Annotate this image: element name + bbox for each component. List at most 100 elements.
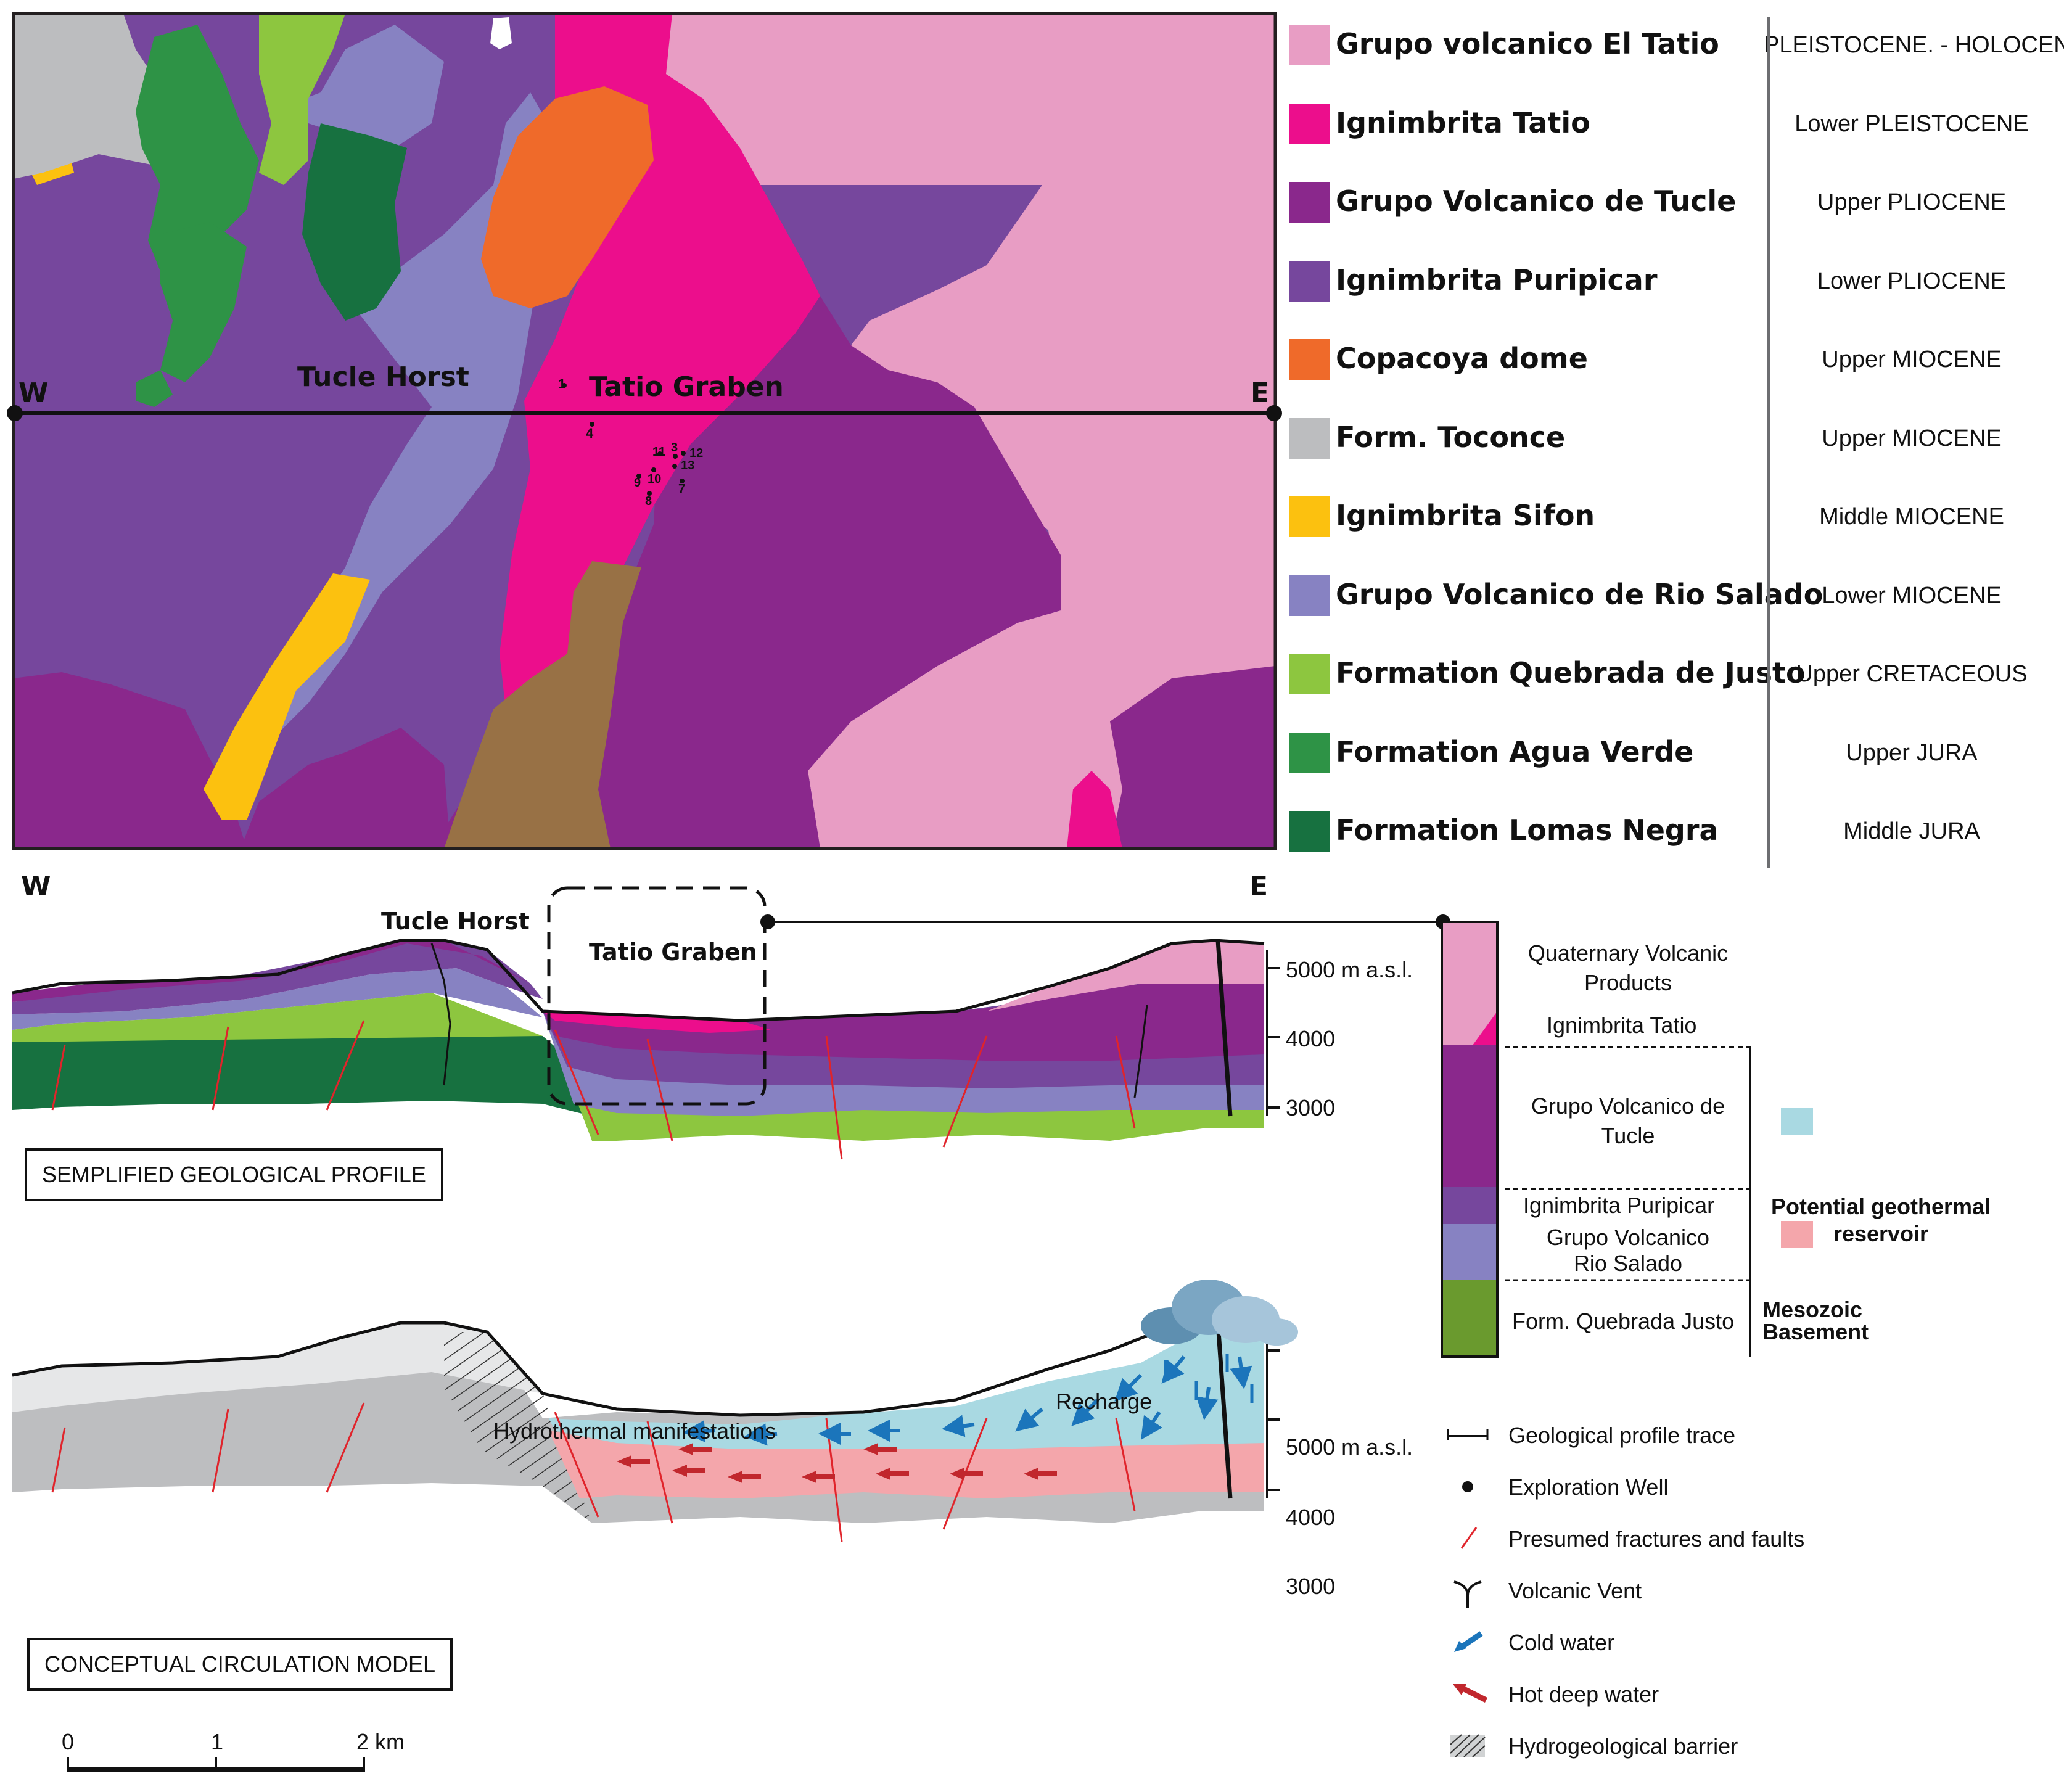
unit-rio-salado bbox=[259, 92, 555, 740]
legend-swatch bbox=[1289, 182, 1330, 223]
column-brackets bbox=[1505, 1046, 1751, 1357]
unit-agua-verde bbox=[136, 25, 259, 271]
map-east-label: E bbox=[1251, 377, 1270, 409]
scale-bar bbox=[67, 1757, 365, 1772]
hydro-manifest-label: Hydrothermal manifestations bbox=[493, 1418, 776, 1444]
blue-arrow-icon bbox=[1443, 1629, 1492, 1656]
profile-east-label: E bbox=[1249, 871, 1268, 902]
symbol-legend-label: Cold water bbox=[1508, 1630, 1615, 1655]
unit-quebrada bbox=[259, 14, 345, 185]
cold-swatch bbox=[1781, 1108, 1813, 1135]
geological-profile bbox=[12, 886, 1450, 1160]
legend-age-label: Upper CRETACEOUS bbox=[1796, 661, 2028, 687]
legend-age-label: Lower PLEISTOCENE bbox=[1795, 110, 2029, 137]
unit-sifon bbox=[204, 573, 370, 820]
model-title-box: CONCEPTUAL CIRCULATION MODEL bbox=[27, 1638, 453, 1691]
scale-tick-1: 1 bbox=[211, 1729, 224, 1754]
legend-unit-label: Grupo Volcanico de Tucle bbox=[1336, 184, 1737, 218]
legend-age-label: Upper PLIOCENE bbox=[1817, 189, 2007, 215]
column-rio-salado: Grupo Volcanico Rio Salado bbox=[1546, 1225, 1710, 1276]
legend-swatch bbox=[1289, 496, 1330, 537]
profile-elev-3000: 3000 bbox=[1286, 1095, 1336, 1120]
unit-copacoya bbox=[481, 86, 654, 308]
circulation-model bbox=[12, 1321, 1280, 1542]
legend-swatch bbox=[1289, 811, 1330, 852]
legend-swatch bbox=[1289, 260, 1330, 302]
legend-age-label: Lower PLIOCENE bbox=[1817, 268, 2007, 294]
well-label: 11 bbox=[652, 445, 666, 459]
well-label: 8 bbox=[645, 495, 652, 508]
symbol-legend-label: Volcanic Vent bbox=[1508, 1578, 1642, 1603]
well-dot-icon bbox=[1443, 1473, 1492, 1501]
column-potential: Potential geothermal reservoir bbox=[1770, 1194, 1991, 1246]
well-label: 7 bbox=[678, 482, 686, 496]
column-mesozoic: Mesozoic Basement bbox=[1762, 1297, 1869, 1344]
fault-line-icon bbox=[1443, 1525, 1492, 1553]
legend-age-label: Middle JURA bbox=[1843, 818, 1980, 844]
symbol-legend-label: Exploration Well bbox=[1508, 1474, 1669, 1500]
scale-tick-0: 0 bbox=[62, 1729, 75, 1754]
trace-end-dot bbox=[1266, 405, 1282, 421]
legend-unit-label: Ignimbrita Sifon bbox=[1336, 499, 1595, 532]
unit-tucle-s bbox=[241, 728, 450, 849]
profile-elev-4000: 4000 bbox=[1286, 1026, 1336, 1051]
unit-brown bbox=[444, 561, 641, 849]
well-label: 3 bbox=[671, 441, 678, 454]
legend-age-label: Lower MIOCENE bbox=[1822, 582, 2002, 609]
legend-swatch bbox=[1289, 417, 1330, 459]
legend-swatch bbox=[1289, 339, 1330, 380]
map-tucle-horst-label: Tucle Horst bbox=[297, 361, 469, 393]
legend-unit-label: Copacoya dome bbox=[1336, 342, 1588, 375]
legend-age-label: PLEISTOCENE. - HOLOCENE bbox=[1764, 32, 2064, 58]
stratigraphic-column bbox=[1441, 921, 1499, 1358]
legend-age-label: Upper JURA bbox=[1846, 739, 1978, 766]
legend-age-label: Upper MIOCENE bbox=[1822, 425, 2002, 451]
unit-tucle-sw bbox=[14, 672, 247, 849]
well-label: 1 bbox=[558, 376, 566, 392]
unit-agua-verde-blob bbox=[136, 370, 173, 407]
legend-swatch bbox=[1289, 732, 1330, 773]
model-elev-5000: 5000 m a.s.l. bbox=[1286, 1434, 1413, 1460]
map-white-spot bbox=[490, 17, 512, 49]
hot-arrows bbox=[617, 1443, 1057, 1483]
column-quebrada: Form. Quebrada Justo bbox=[1512, 1309, 1735, 1334]
legend-swatch bbox=[1289, 25, 1330, 65]
hatch-icon bbox=[1443, 1732, 1492, 1762]
legend-swatch bbox=[1289, 654, 1330, 694]
legend-divider bbox=[1767, 17, 1770, 868]
volcanic-vent-icon bbox=[1443, 1577, 1492, 1611]
symbol-legend-label: Geological profile trace bbox=[1508, 1423, 1736, 1448]
legend-unit-label: Formation Lomas Negra bbox=[1336, 813, 1719, 847]
legend-age-label: Upper MIOCENE bbox=[1822, 347, 2002, 372]
column-tucle: Grupo Volcanico de Tucle bbox=[1531, 1093, 1725, 1148]
legend-unit-label: Ignimbrita Puripicar bbox=[1336, 263, 1658, 297]
legend-swatch bbox=[1289, 575, 1330, 616]
legend-swatch bbox=[1289, 103, 1330, 144]
profile-elev-5000: 5000 m a.s.l. bbox=[1286, 957, 1413, 982]
unit-rio-salado-n bbox=[271, 25, 444, 148]
column-quaternary: Quaternary Volcanic Products bbox=[1527, 940, 1729, 995]
map-west-label: W bbox=[19, 377, 49, 409]
profile-tatio-graben-label: Tatio Graben bbox=[589, 939, 757, 966]
column-ign-tatio: Ignimbrita Tatio bbox=[1547, 1013, 1697, 1038]
legend-unit-label: Formation Quebrada de Justo bbox=[1336, 656, 1806, 689]
scale-tick-2: 2 km bbox=[356, 1729, 405, 1754]
geological-map bbox=[7, 12, 1282, 850]
red-arrow-icon bbox=[1443, 1680, 1492, 1708]
legend-unit-label: Grupo Volcanico de Rio Salado bbox=[1336, 577, 1823, 611]
well-label: 4 bbox=[586, 425, 594, 441]
legend-unit-label: Grupo volcanico El Tatio bbox=[1336, 27, 1719, 60]
model-elev-3000: 3000 bbox=[1286, 1574, 1336, 1599]
profile-tucle-horst-label: Tucle Horst bbox=[381, 908, 530, 935]
legend-unit-label: Ignimbrita Tatio bbox=[1336, 105, 1590, 139]
hot-swatch bbox=[1781, 1221, 1813, 1248]
model-elev-4000: 4000 bbox=[1286, 1505, 1336, 1530]
unit-agua-verde-s bbox=[160, 222, 247, 382]
legend-age-label: Middle MIOCENE bbox=[1819, 504, 2004, 530]
unit-lomas-negra bbox=[302, 123, 407, 321]
legend-unit-label: Form. Toconce bbox=[1336, 420, 1566, 454]
column-puripicar: Ignimbrita Puripicar bbox=[1523, 1193, 1715, 1218]
symbol-legend-label: Hot deep water bbox=[1508, 1682, 1659, 1707]
symbol-legend-label: Hydrogeological barrier bbox=[1508, 1733, 1738, 1759]
